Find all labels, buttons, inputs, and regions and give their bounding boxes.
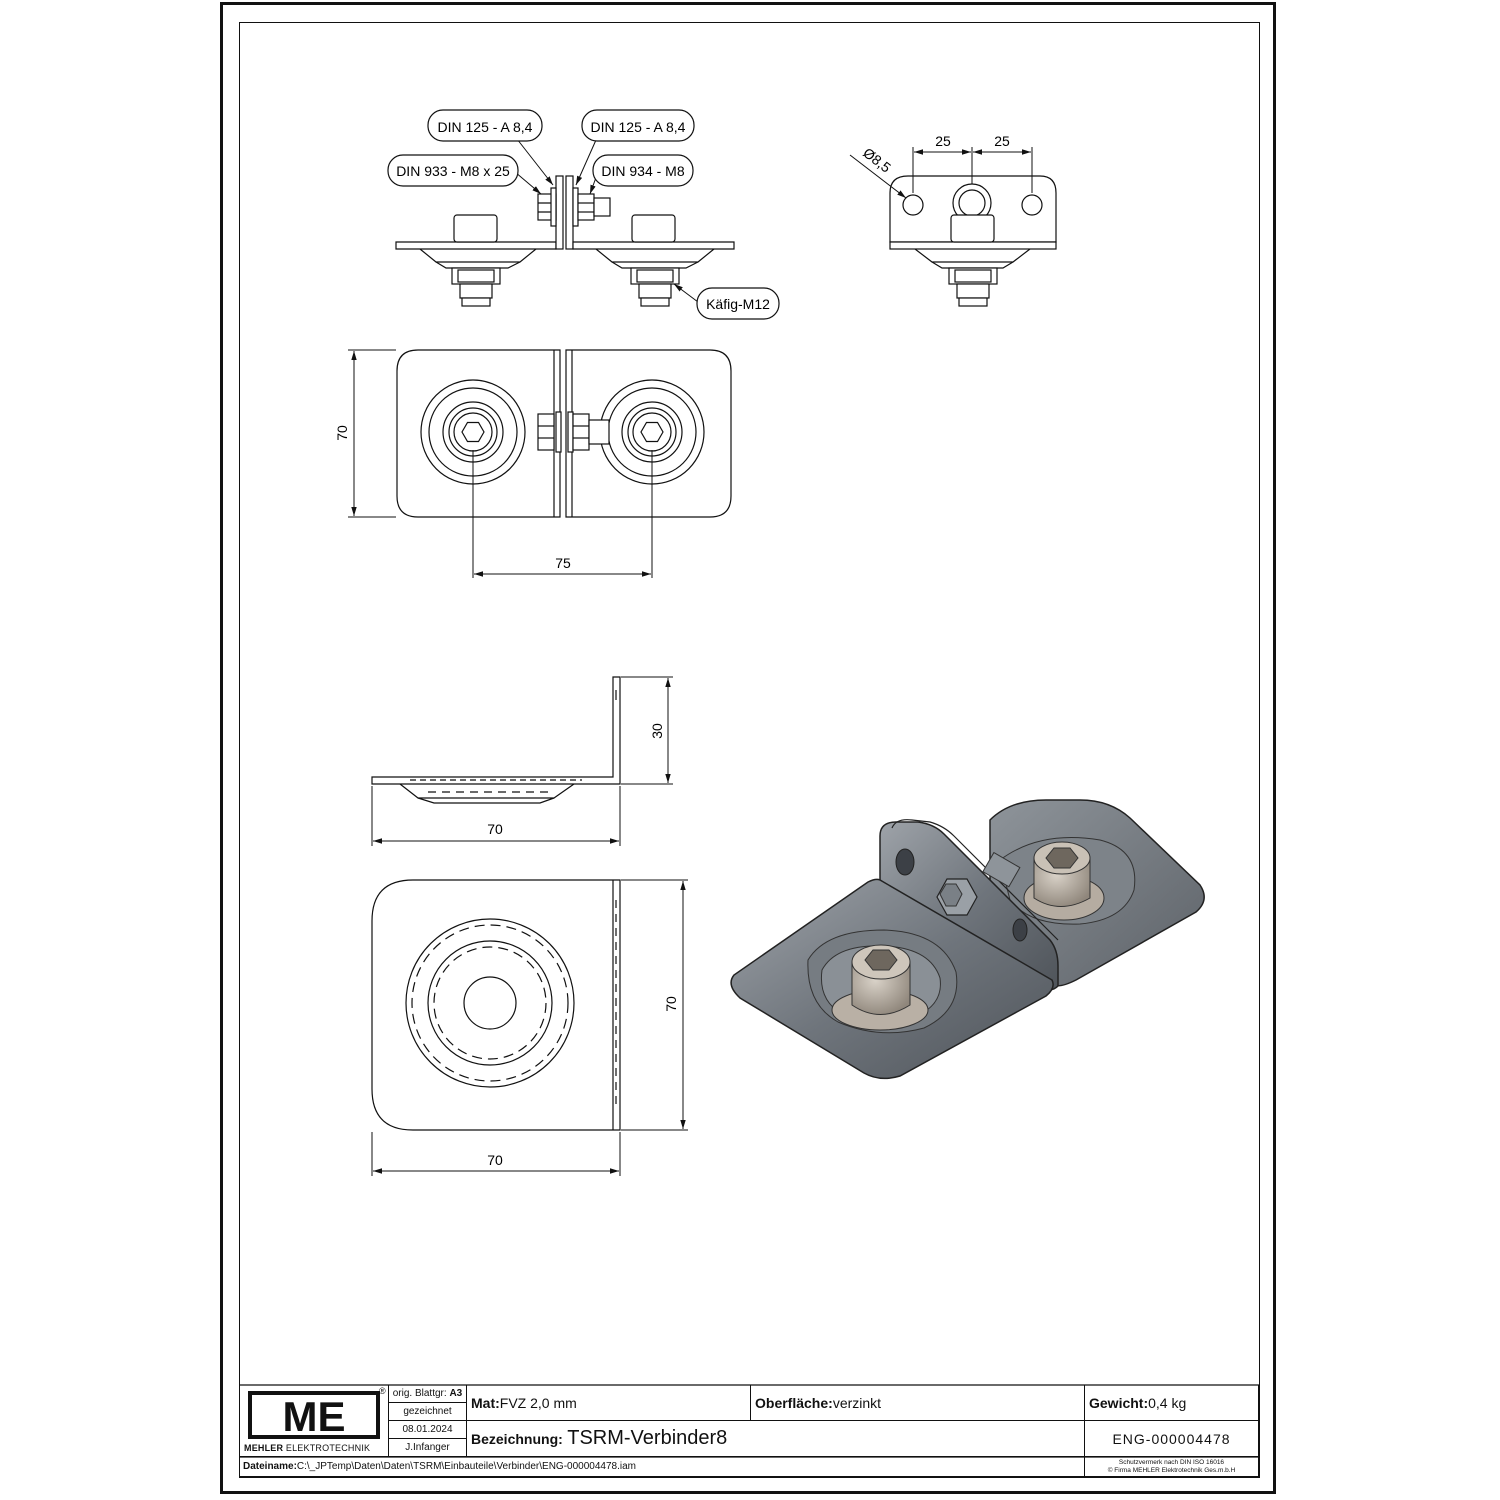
sheet-inner-frame: [239, 22, 1260, 1478]
registered-mark: ®: [379, 1386, 386, 1396]
me-logo-icon: ME: [248, 1391, 380, 1439]
callout-cage: Käfig-M12: [706, 296, 770, 312]
material-value: FVZ 2,0 mm: [499, 1394, 577, 1411]
filename-value: C:\_JPTemp\Daten\Daten\TSRM\Einbauteile\…: [296, 1461, 636, 1472]
material-cell: Mat:FVZ 2,0 mm: [467, 1385, 751, 1421]
dim-single-width: 70: [487, 1152, 503, 1168]
designation-value: TSRM-Verbinder8: [567, 1427, 728, 1449]
filename-cell: Dateiname: C:\_JPTemp\Daten\Daten\TSRM\E…: [240, 1457, 1085, 1477]
sheet-outer-frame: [220, 2, 1276, 1494]
dim-plan-height: 70: [334, 425, 350, 441]
title-block-lines: [240, 1384, 1259, 1458]
front-view: [395, 175, 735, 307]
side-view-dims: [849, 147, 1033, 199]
copyright-note: © Firma MEHLER Elektrotechnik Ges.m.b.H: [1107, 1466, 1236, 1474]
callout-washer-right: DIN 125 - A 8,4: [591, 119, 686, 135]
logo-letters: ME: [283, 1393, 346, 1439]
company-name: MEHLER ELEKTROTECHNIK: [244, 1443, 370, 1453]
dim-top-spacing-right: 25: [994, 133, 1010, 149]
company-logo: ME ® MEHLER ELEKTROTECHNIK: [240, 1385, 389, 1457]
orig-sheet-size-label: orig. Blattgr:: [392, 1388, 447, 1399]
company-name-rest: ELEKTROTECHNIK: [283, 1443, 371, 1453]
drawing-number: ENG-000004478: [1085, 1421, 1259, 1457]
weight-label: Gewicht:: [1089, 1394, 1149, 1411]
title-block: ME ® MEHLER ELEKTROTECHNIK orig. Blattgr…: [240, 1385, 1259, 1477]
material-label: Mat:: [471, 1394, 500, 1411]
designation-label: Bezeichnung:: [471, 1430, 563, 1447]
callout-washer-left: DIN 125 - A 8,4: [438, 119, 533, 135]
callout-bubbles: [387, 109, 780, 320]
orig-sheet-size: orig. Blattgr: A3: [389, 1385, 467, 1403]
dim-side-height: 30: [649, 723, 665, 739]
company-name-bold: MEHLER: [244, 1443, 284, 1453]
callout-bolt: DIN 933 - M8 x 25: [396, 163, 510, 179]
weight-cell: Gewicht: 0,4 kg: [1085, 1385, 1259, 1421]
isometric-render: [730, 799, 1205, 1080]
front-view-leaders: [514, 138, 699, 303]
angle-side-dims: [371, 676, 673, 846]
protection-cell: Schutzvermerk nach DIN ISO 16016 © Firma…: [1085, 1457, 1259, 1477]
callout-nut: DIN 934 - M8: [601, 163, 684, 179]
dim-top-spacing-left: 25: [935, 133, 951, 149]
designation-cell: Bezeichnung: TSRM-Verbinder8: [467, 1421, 1085, 1457]
dim-single-height: 70: [663, 996, 679, 1012]
surface-value: verzinkt: [832, 1394, 882, 1411]
surface-cell: Oberfläche: verzinkt: [751, 1385, 1085, 1421]
orig-sheet-size-value: A3: [449, 1388, 463, 1399]
dim-plan-spacing: 75: [555, 555, 571, 571]
side-view: [889, 175, 1057, 307]
plan-view-dims: [348, 349, 653, 578]
weight-value: 0,4 kg: [1148, 1394, 1187, 1411]
dim-side-width: 70: [487, 821, 503, 837]
drawn-label: gezeichnet: [389, 1403, 467, 1421]
surface-label: Oberfläche:: [755, 1394, 833, 1411]
drawn-date: 08.01.2024: [389, 1421, 467, 1439]
filename-label: Dateiname:: [243, 1461, 297, 1472]
drawn-by: J.Infanger: [389, 1439, 467, 1457]
single-plate-view: [371, 879, 621, 1131]
plan-view: [396, 349, 732, 518]
protection-note: Schutzvermerk nach DIN ISO 16016: [1118, 1458, 1225, 1466]
angle-side-view: [371, 676, 621, 804]
dim-hole-diameter: Ø8,5: [860, 144, 894, 175]
single-plate-dims: [371, 879, 688, 1176]
